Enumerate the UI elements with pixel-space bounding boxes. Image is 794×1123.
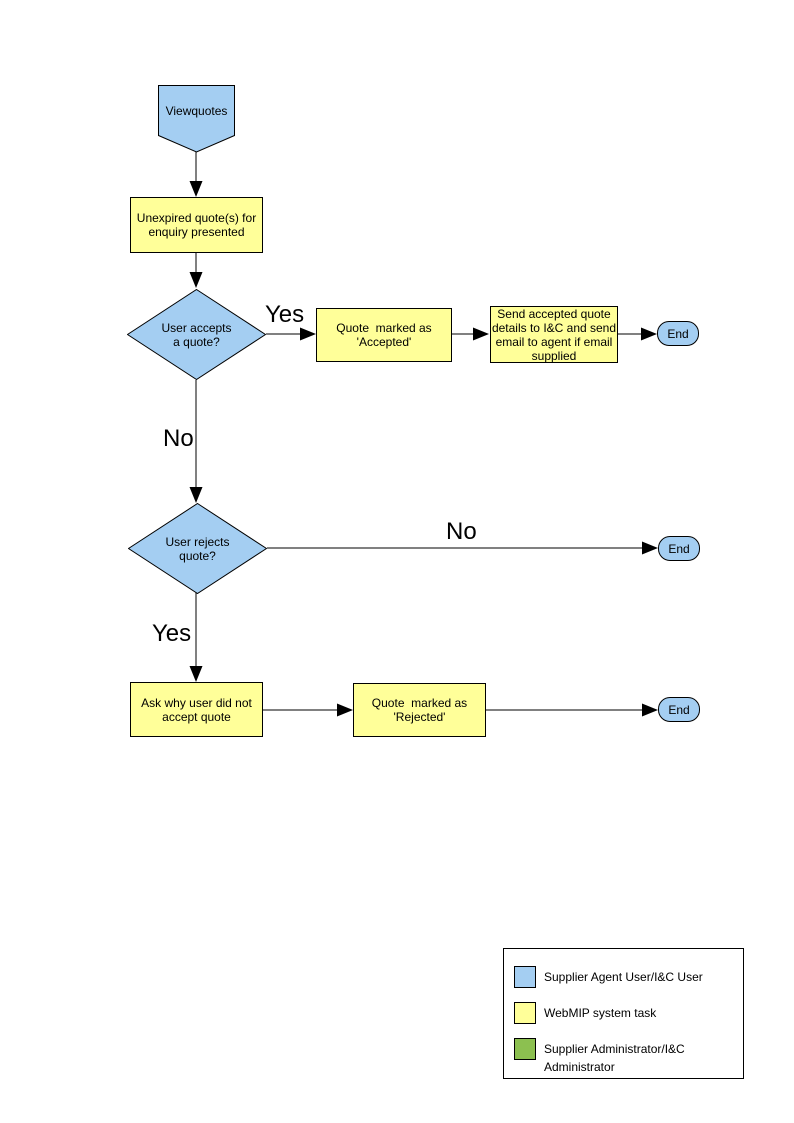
process-send-accepted-details: Send accepted quote details to I&C and s… bbox=[490, 306, 618, 363]
end-node-rejected-path: End bbox=[658, 697, 700, 722]
diamond-shape bbox=[127, 289, 266, 380]
process-unexpired-quotes: Unexpired quote(s) for enquiry presented bbox=[130, 197, 263, 253]
node-label: Quote marked as 'Rejected' bbox=[371, 696, 468, 724]
legend-swatch-yellow bbox=[514, 1002, 536, 1024]
edge-label-no-accept: No bbox=[163, 425, 194, 452]
process-quote-marked-rejected: Quote marked as 'Rejected' bbox=[353, 683, 486, 737]
decision-user-rejects-quote: User rejects quote? bbox=[128, 503, 267, 594]
pentagon-shape bbox=[158, 85, 235, 153]
node-label: Send accepted quote details to I&C and s… bbox=[491, 306, 617, 363]
legend-swatch-blue bbox=[514, 966, 536, 988]
legend-swatch-green bbox=[514, 1038, 536, 1060]
start-node-viewquotes: Viewquotes bbox=[158, 85, 235, 153]
process-ask-why-not-accept: Ask why user did not accept quote bbox=[130, 682, 263, 737]
legend-item-webmip-task: WebMIP system task bbox=[514, 1002, 733, 1024]
legend-label: Supplier Administrator/I&C Administrator bbox=[544, 1042, 685, 1074]
diamond-shape bbox=[128, 503, 267, 594]
decision-user-accepts-quote: User accepts a quote? bbox=[127, 289, 266, 380]
node-label: Ask why user did not accept quote bbox=[141, 695, 252, 724]
legend: Supplier Agent User/I&C User WebMIP syst… bbox=[503, 948, 744, 1079]
end-node-no-reject-path: End bbox=[658, 536, 700, 561]
node-label: End bbox=[668, 541, 690, 556]
end-node-accepted-path: End bbox=[657, 321, 699, 346]
node-label: User accepts a quote? bbox=[161, 320, 232, 349]
legend-label: Supplier Agent User/I&C User bbox=[544, 970, 703, 984]
node-label: End bbox=[668, 702, 690, 717]
edge-label-yes-accept: Yes bbox=[265, 301, 305, 328]
legend-item-supplier-agent: Supplier Agent User/I&C User bbox=[514, 966, 733, 988]
edge-label-no-reject: No bbox=[446, 518, 477, 545]
legend-item-supplier-admin: Supplier Administrator/I&C Administrator bbox=[514, 1038, 733, 1076]
node-label: User rejects quote? bbox=[165, 534, 230, 563]
legend-label: WebMIP system task bbox=[544, 1006, 657, 1020]
node-label: Quote marked as 'Accepted' bbox=[336, 321, 432, 349]
node-label: Unexpired quote(s) for enquiry presented bbox=[136, 211, 257, 239]
process-quote-marked-accepted: Quote marked as 'Accepted' bbox=[316, 308, 452, 362]
edge-label-yes-reject: Yes bbox=[152, 620, 192, 647]
node-label: Viewquotes bbox=[165, 104, 228, 118]
node-label: End bbox=[667, 326, 689, 341]
